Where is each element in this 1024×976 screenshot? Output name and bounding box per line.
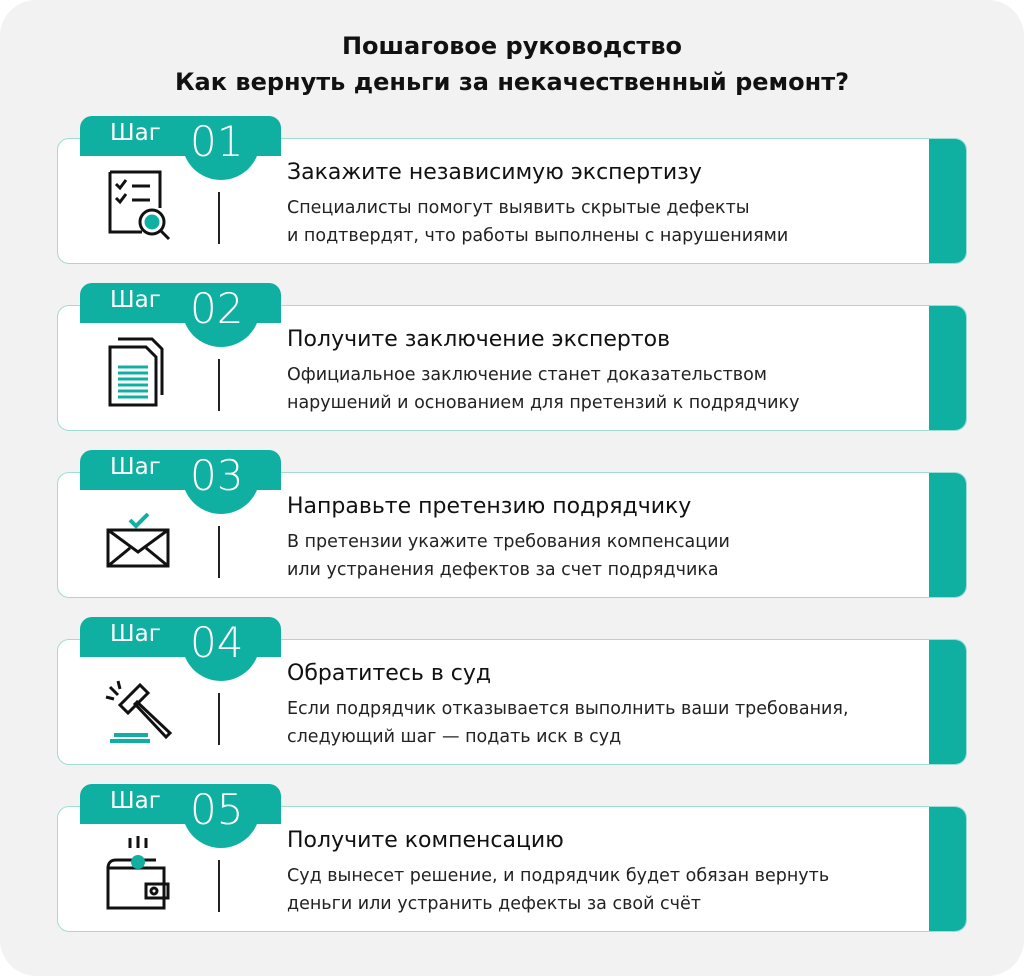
step-heading: Получите компенсацию <box>287 828 564 853</box>
step-heading: Направьте претензию подрядчику <box>287 494 692 519</box>
divider <box>218 192 220 244</box>
description-line-2: нарушений и основанием для претензий к п… <box>287 393 800 413</box>
step-label: Шаг <box>110 621 161 647</box>
accent-bar <box>929 807 966 931</box>
description-line-1: Если подрядчик отказывается выполнить ва… <box>287 699 849 719</box>
step-number: 05 <box>190 785 244 834</box>
step-label: Шаг <box>110 120 161 146</box>
step-description: В претензии укажите требования компенсац… <box>287 528 730 584</box>
accent-bar <box>929 306 966 430</box>
title-line-2: Как вернуть деньги за некачественный рем… <box>174 68 850 96</box>
description-line-1: Официальное заключение станет доказатель… <box>287 365 767 385</box>
description-line-1: Специалисты помогут выявить скрытые дефе… <box>287 198 750 218</box>
step-card-02: Шаг 02 Получите заключение экспертов Офи… <box>0 283 1024 433</box>
step-label: Шаг <box>110 788 161 814</box>
page-title: Пошаговое руководство Как вернуть деньги… <box>0 28 1024 100</box>
step-card-03: Шаг 03 Направьте претензию подрядчику В … <box>0 450 1024 600</box>
step-description: Официальное заключение станет доказатель… <box>287 361 799 417</box>
divider <box>218 359 220 411</box>
wallet-coin-icon <box>100 834 176 914</box>
accent-bar <box>929 640 966 764</box>
step-description: Если подрядчик отказывается выполнить ва… <box>287 695 849 751</box>
step-heading: Обратитесь в суд <box>287 661 492 686</box>
gavel-icon <box>100 667 176 747</box>
step-card-04: Шаг 04 Обратитесь в суд Если подрядчик о… <box>0 617 1024 767</box>
divider <box>218 526 220 578</box>
accent-bar <box>929 139 966 263</box>
step-card-01: Шаг 01 Закажите независимую экспертизу С… <box>0 116 1024 266</box>
step-description: Специалисты помогут выявить скрытые дефе… <box>287 194 788 250</box>
step-card-body <box>57 639 967 765</box>
checklist-magnifier-gear-icon <box>100 166 176 246</box>
step-description: Суд вынесет решение, и подрядчик будет о… <box>287 862 829 918</box>
description-line-2: или устранения дефектов за счет подрядчи… <box>287 560 719 580</box>
step-number: 04 <box>190 618 244 667</box>
divider <box>218 693 220 745</box>
title-line-1: Пошаговое руководство <box>341 32 683 60</box>
step-card-05: Шаг 05 Получите компенсацию Суд вынесет … <box>0 784 1024 934</box>
accent-bar <box>929 473 966 597</box>
step-heading: Получите заключение экспертов <box>287 327 671 352</box>
step-label: Шаг <box>110 287 161 313</box>
documents-icon <box>100 333 176 413</box>
divider <box>218 860 220 912</box>
description-line-1: В претензии укажите требования компенсац… <box>287 532 730 552</box>
step-label: Шаг <box>110 454 161 480</box>
step-number: 02 <box>190 284 244 333</box>
step-number: 01 <box>190 117 244 166</box>
description-line-2: и подтвердят, что работы выполнены с нар… <box>287 226 789 246</box>
envelope-check-icon <box>100 500 176 580</box>
description-line-1: Суд вынесет решение, и подрядчик будет о… <box>287 866 830 886</box>
description-line-2: деньги или устранить дефекты за свой счё… <box>287 894 701 914</box>
step-heading: Закажите независимую экспертизу <box>287 160 702 185</box>
description-line-2: следующий шаг — подать иск в суд <box>287 727 622 747</box>
step-number: 03 <box>190 451 244 500</box>
